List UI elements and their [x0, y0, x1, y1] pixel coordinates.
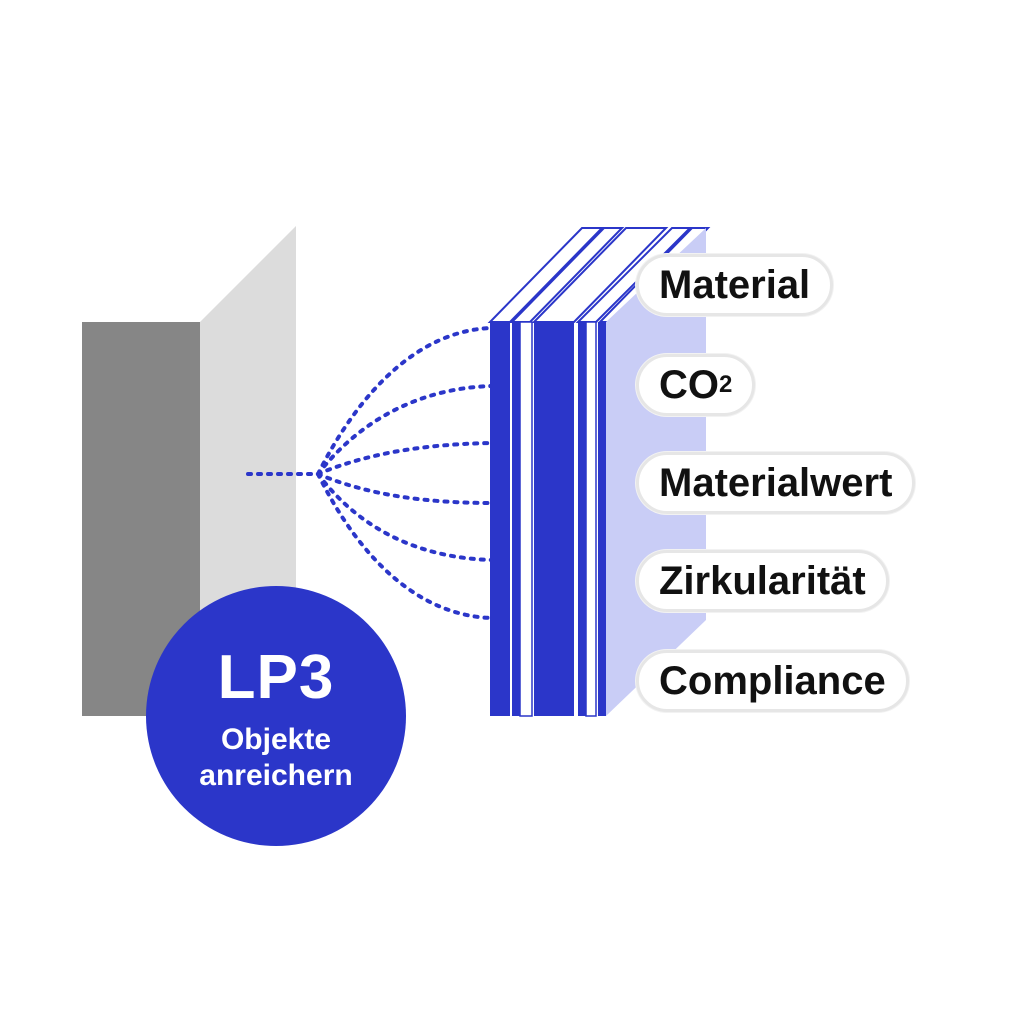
badge-subtitle-line-1: Objekte — [220, 723, 332, 756]
layer-front-face — [490, 322, 510, 716]
layer-4-front — [534, 322, 574, 716]
label-zirkularitaet: Zirkularität — [636, 550, 889, 612]
label-zirkularitaet-text: Zirkularität — [659, 558, 866, 603]
connection-line-2 — [316, 384, 494, 476]
label-materialwert-text: Materialwert — [659, 460, 893, 505]
source-panel-top — [82, 226, 296, 322]
connection-line-5 — [316, 472, 494, 562]
connection-line-3 — [316, 441, 494, 476]
layer-5-front — [578, 322, 586, 716]
lp3-badge: LP3 Objekte anreichern — [146, 586, 406, 846]
label-material-text: Material — [659, 262, 811, 307]
badge-title: LP3 — [217, 643, 335, 712]
badge-subtitle: Objekte anreichern — [199, 722, 352, 794]
label-materialwert: Materialwert — [636, 452, 916, 514]
connection-line-4 — [316, 472, 494, 505]
layer-5 — [575, 227, 693, 717]
layer-4 — [531, 227, 669, 716]
label-material: Material — [636, 254, 834, 316]
layer-front — [487, 227, 605, 716]
label-compliance: Compliance — [636, 650, 909, 712]
badge-subtitle-line-2: anreichern — [199, 759, 353, 792]
layer-3 — [509, 227, 625, 717]
badge-circle — [146, 586, 406, 846]
layer-3-gap — [519, 321, 533, 717]
connection-line-6 — [316, 472, 494, 620]
connection-line-1 — [316, 326, 494, 476]
label-co2-text: CO — [659, 362, 719, 407]
layer-back-edge — [598, 322, 606, 716]
label-compliance-text: Compliance — [659, 658, 886, 703]
connection-lines — [246, 326, 494, 620]
layer-3-front — [512, 322, 520, 716]
layer-5-gap — [585, 321, 597, 717]
